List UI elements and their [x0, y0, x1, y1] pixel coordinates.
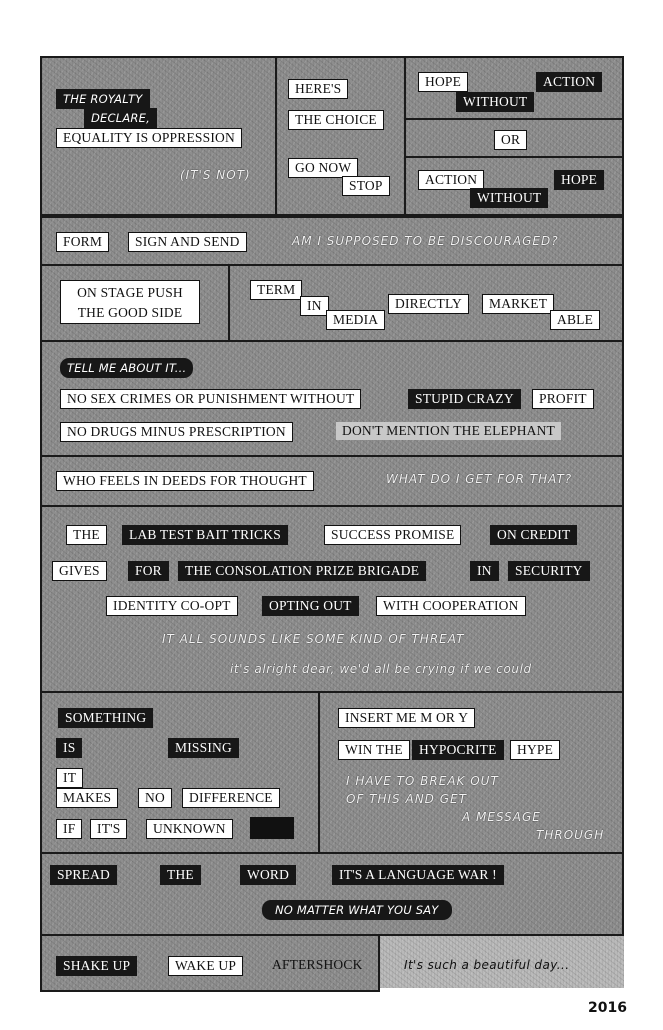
label-spread: SPREAD [50, 865, 117, 885]
label-wake-up: WAKE UP [168, 956, 244, 976]
label-or: OR [494, 130, 528, 150]
label-language-war: IT'S A LANGUAGE WAR ! [332, 865, 504, 885]
label-hypocrite: HYPOCRITE [412, 740, 504, 760]
label-elephant: DON'T MENTION THE ELEPHANT [336, 422, 561, 440]
label-no-matter: NO MATTER WHAT YOU SAY [262, 900, 452, 920]
label-the-2: THE [160, 865, 201, 885]
label-royalty-2: DECLARE, [84, 108, 157, 128]
label-success-promise: SUCCESS PROMISE [324, 525, 462, 545]
label-aftershock: AFTERSHOCK [272, 957, 363, 972]
label-media: MEDIA [326, 310, 386, 330]
label-gives: GIVES [52, 561, 107, 581]
label-in-2: IN [470, 561, 499, 581]
label-unknown: UNKNOWN [146, 819, 233, 839]
label-its: IT'S [90, 819, 128, 839]
label-identity: IDENTITY CO-OPT [106, 596, 238, 616]
label-break-out-4: THROUGH [536, 828, 605, 842]
label-beautiful-day: It's such a beautiful day... [404, 958, 570, 972]
panel-spread [40, 852, 624, 936]
label-discouraged: AM I SUPPOSED TO BE DISCOURAGED? [292, 234, 559, 248]
label-consolation: THE CONSOLATION PRIZE BRIGADE [178, 561, 427, 581]
label-difference: DIFFERENCE [182, 788, 280, 808]
label-break-out-1: I HAVE TO BREAK OUT [346, 774, 499, 788]
label-cooperation: WITH COOPERATION [376, 596, 526, 616]
label-win-the: WIN THE [338, 740, 410, 760]
label-word: WORD [240, 865, 297, 885]
label-what-do-i-get: WHAT DO I GET FOR THAT? [386, 472, 573, 486]
label-tell-me: TELL ME ABOUT IT... [60, 358, 194, 378]
label-something: SOMETHING [58, 708, 154, 728]
label-its-not: (IT'S NOT) [180, 168, 251, 182]
label-if: IF [56, 819, 83, 839]
label-sign-and-send: SIGN AND SEND [128, 232, 247, 252]
year-label: 2016 [588, 1000, 627, 1016]
label-the: THE [66, 525, 107, 545]
label-directly: DIRECTLY [388, 294, 469, 314]
label-hype: HYPE [510, 740, 561, 760]
label-alright-dear: it's alright dear, we'd all be crying if… [230, 662, 532, 676]
label-go-now: GO NOW [288, 158, 359, 178]
label-stage-line-2: THE GOOD SIDE [77, 305, 183, 320]
label-able: ABLE [550, 310, 601, 330]
label-no: NO [138, 788, 172, 808]
blackout-box [250, 817, 294, 839]
label-royalty-1: THE ROYALTY [56, 89, 150, 109]
label-choice: THE CHOICE [288, 110, 384, 130]
label-stupid-crazy: STUPID CRAZY [408, 389, 521, 409]
label-stop: STOP [342, 176, 390, 196]
label-missing: MISSING [168, 738, 239, 758]
label-form: FORM [56, 232, 110, 252]
label-on-credit: ON CREDIT [490, 525, 578, 545]
label-no-sex-crimes: NO SEX CRIMES OR PUNISHMENT WITHOUT [60, 389, 362, 409]
panel-beautiful [380, 936, 624, 988]
label-no-drugs: NO DRUGS MINUS PRESCRIPTION [60, 422, 293, 442]
label-market: MARKET [482, 294, 555, 314]
label-without-2: WITHOUT [470, 188, 549, 208]
label-term: TERM [250, 280, 303, 300]
panel-who [40, 455, 624, 507]
label-security: SECURITY [508, 561, 590, 581]
label-threat: IT ALL SOUNDS LIKE SOME KIND OF THREAT [162, 632, 465, 646]
label-in: IN [300, 296, 329, 316]
label-equality: EQUALITY IS OPPRESSION [56, 128, 242, 148]
label-without-1: WITHOUT [456, 92, 535, 112]
label-lab-test: LAB TEST BAIT TRICKS [122, 525, 288, 545]
label-shake-up: SHAKE UP [56, 956, 138, 976]
label-makes: MAKES [56, 788, 119, 808]
label-it: IT [56, 768, 84, 788]
label-opting-out: OPTING OUT [262, 596, 359, 616]
label-hope-1: HOPE [418, 72, 469, 92]
label-heres: HERE'S [288, 79, 349, 99]
label-stage: ON STAGE PUSH THE GOOD SIDE [60, 280, 200, 324]
label-hope-2: HOPE [554, 170, 605, 190]
label-who-feels: WHO FEELS IN DEEDS FOR THOUGHT [56, 471, 314, 491]
label-action-2: ACTION [418, 170, 485, 190]
label-stage-line-1: ON STAGE PUSH [77, 285, 183, 300]
label-action-1: ACTION [536, 72, 603, 92]
label-break-out-2: OF THIS AND GET [346, 792, 467, 806]
label-profit: PROFIT [532, 389, 594, 409]
label-break-out-3: A MESSAGE [462, 810, 541, 824]
label-is: IS [56, 738, 83, 758]
label-for: FOR [128, 561, 169, 581]
label-insert-memory: INSERT ME M OR Y [338, 708, 476, 728]
